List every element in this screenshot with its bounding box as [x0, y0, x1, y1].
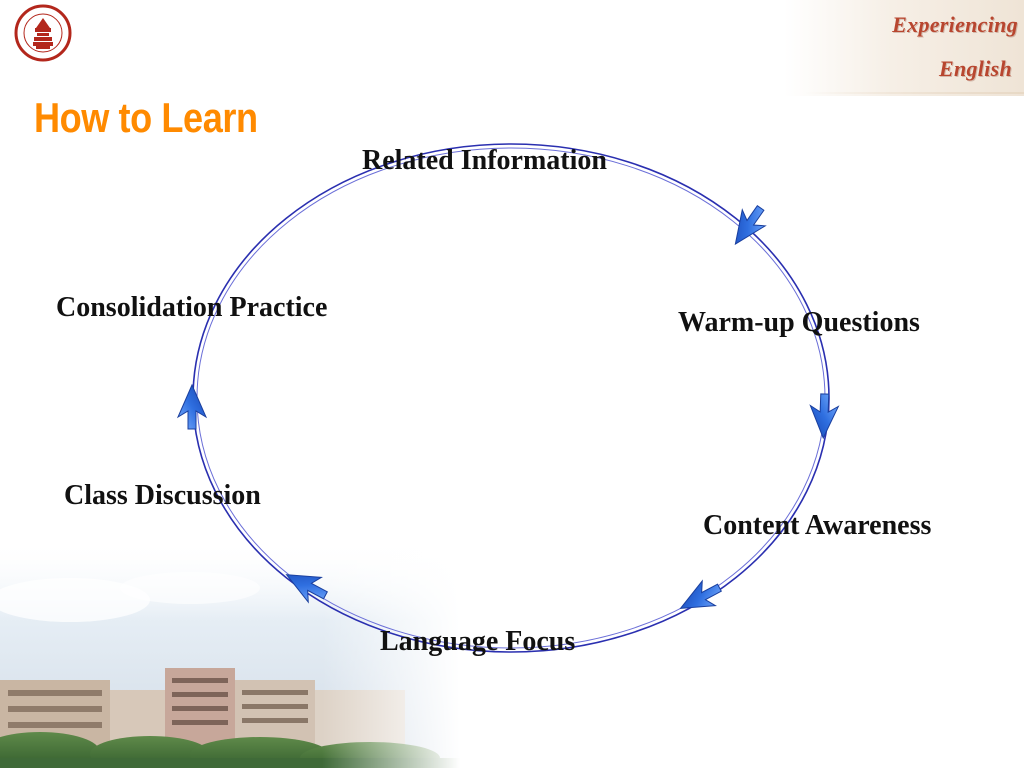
arrow-icon-3: [679, 579, 722, 609]
cycle-step-warm-up-questions: Warm-up Questions: [678, 307, 920, 338]
university-seal-icon: [14, 4, 72, 62]
arrow-icon-5: [176, 383, 208, 430]
cycle-step-consolidation-practice: Consolidation Practice: [56, 292, 328, 323]
campus-buildings-illustration: [0, 540, 460, 768]
cycle-ring-inner: [196, 147, 826, 649]
arrow-icon-2: [809, 393, 840, 440]
arrow-icon-4: [285, 574, 328, 604]
brand-divider: [804, 92, 1024, 94]
page-title: How to Learn: [34, 94, 258, 141]
brand-logo: Experiencing English: [784, 0, 1024, 100]
cycle-step-related-information: Related Information: [362, 145, 607, 176]
brand-line-2: English: [938, 56, 1012, 81]
cycle-step-language-focus: Language Focus: [380, 626, 576, 657]
cycle-step-class-discussion: Class Discussion: [64, 480, 261, 511]
brand-background: [784, 0, 1024, 96]
arrow-icon-1: [734, 204, 767, 246]
brand-line-1: Experiencing: [892, 12, 1018, 37]
cycle-step-content-awareness: Content Awareness: [703, 510, 932, 541]
